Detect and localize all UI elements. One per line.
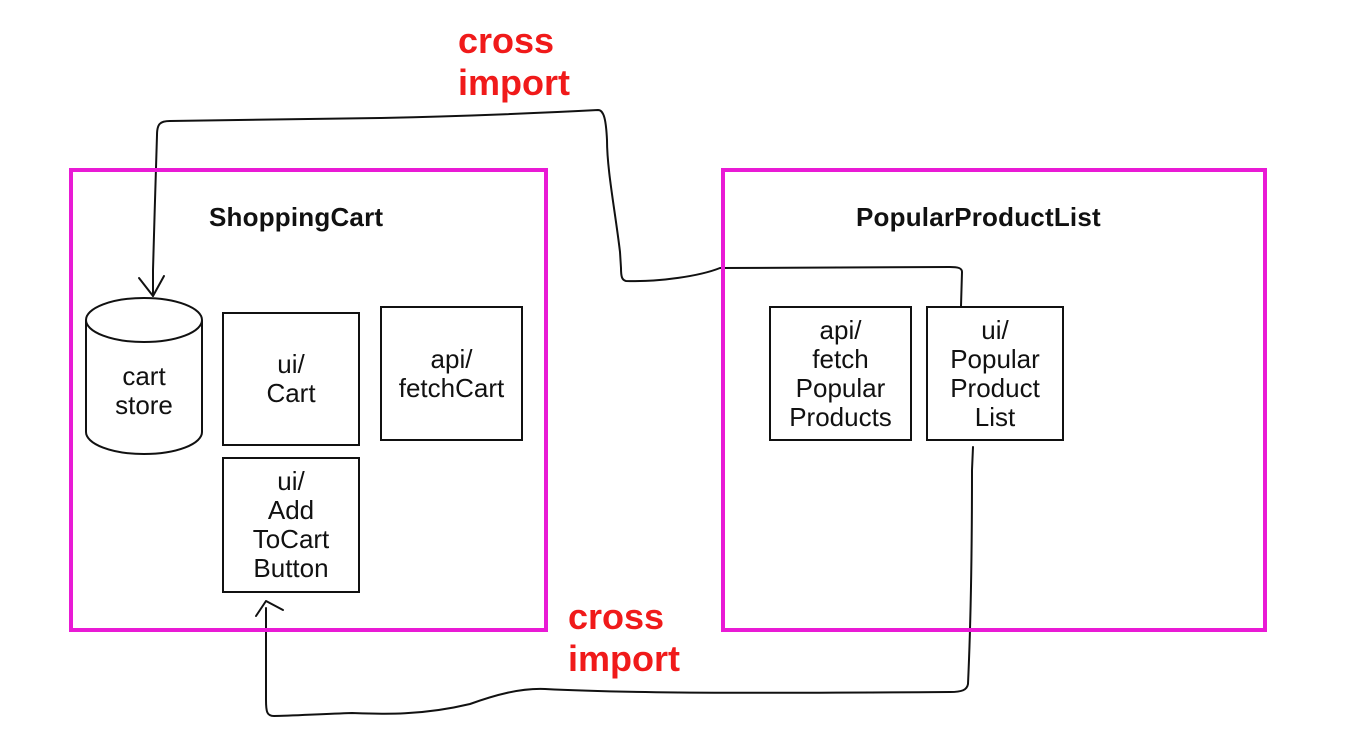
module-ui-popular-product-list-label: ui/ Popular Product List (950, 314, 1040, 432)
module-ui-add-to-cart-button: ui/ Add ToCart Button (222, 457, 360, 593)
module-api-fetch-popular-products: api/ fetch Popular Products (769, 306, 912, 441)
module-ui-cart-label: ui/ Cart (266, 349, 316, 408)
cross-import-annotation-bottom: cross import (568, 596, 680, 679)
module-ui-add-to-cart-button-label: ui/ Add ToCart Button (252, 466, 330, 583)
module-api-fetch-popular-products-label: api/ fetch Popular Products (789, 314, 892, 432)
module-ui-popular-product-list: ui/ Popular Product List (926, 306, 1064, 441)
module-api-fetch-cart: api/ fetchCart (380, 306, 523, 441)
shopping-cart-slice (69, 168, 548, 632)
cross-import-annotation-top: cross import (458, 20, 570, 103)
popular-product-list-title: PopularProductList (856, 202, 1101, 232)
cart-store-label: cart store (115, 361, 173, 420)
popular-product-list-slice (721, 168, 1267, 632)
shopping-cart-title: ShoppingCart (209, 202, 384, 232)
module-api-fetch-cart-label: api/ fetchCart (398, 343, 505, 403)
module-ui-cart: ui/ Cart (222, 312, 360, 446)
